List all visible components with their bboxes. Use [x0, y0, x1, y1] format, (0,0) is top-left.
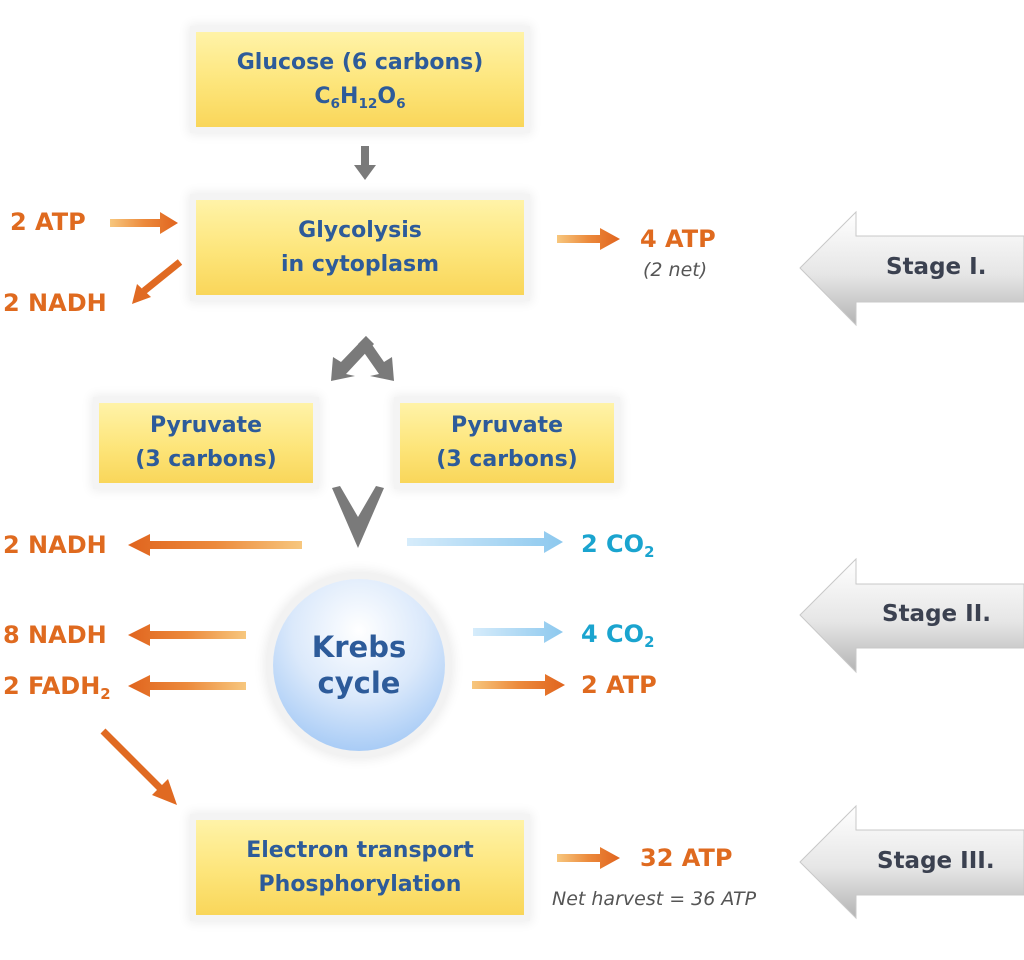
pyruvate-left-carbons: (3 carbons) [135, 447, 277, 472]
arrow-2nadh-out [141, 259, 183, 294]
arrow-to-etc [100, 728, 163, 791]
label-2atp-input: 2 ATP [10, 208, 86, 236]
arrow-4atp-out [557, 228, 620, 250]
pyruvate-right-label: Pyruvate [450, 413, 563, 438]
krebs-label: Krebs [311, 630, 407, 664]
blue-arrows [407, 531, 563, 643]
phosphorylation-label: Phosphorylation [258, 871, 462, 897]
label-net-harvest: Net harvest = 36 ATP [552, 888, 757, 910]
down-arrow-glucose [354, 146, 376, 180]
label-2nadh-glycolysis: 2 NADH [3, 289, 107, 317]
merge-arrow [332, 486, 384, 548]
glycolysis-label: Glycolysis [298, 217, 422, 243]
krebs-cycle-circle: Krebs cycle [273, 579, 445, 751]
label-4co2: 4 CO2 [581, 620, 655, 652]
glycolysis-location: in cytoplasm [280, 251, 440, 277]
label-2net: (2 net) [643, 259, 708, 281]
pyruvate-right-carbons: (3 carbons) [436, 447, 578, 472]
stage-1-label: Stage I. [886, 254, 987, 280]
arrow-2atp-in [110, 212, 178, 234]
cycle-label: cycle [317, 666, 401, 700]
label-2fadh2: 2 FADH2 [3, 672, 111, 704]
glucose-box: Glucose (6 carbons) C6H12O6 [196, 32, 524, 127]
arrow-8nadh [128, 624, 246, 646]
pyruvate-left-box: Pyruvate (3 carbons) [99, 403, 313, 483]
label-2co2: 2 CO2 [581, 530, 655, 562]
gray-flow-arrows [331, 146, 394, 548]
electron-transport-box: Electron transport Phosphorylation [196, 820, 524, 915]
arrow-2atp-krebs [472, 674, 565, 696]
stage-1-arrow [799, 210, 1024, 327]
label-2atp-krebs: 2 ATP [581, 671, 657, 699]
label-8nadh: 8 NADH [3, 621, 107, 649]
pyruvate-left-label: Pyruvate [149, 413, 262, 438]
stage-3-label: Stage III. [877, 848, 995, 874]
glucose-formula: C6H12O6 [314, 83, 406, 112]
stage-2-arrow [799, 557, 1024, 674]
arrow-2fadh [128, 675, 246, 697]
pyruvate-right-box: Pyruvate (3 carbons) [400, 403, 614, 483]
arrow-2co2 [407, 531, 563, 553]
stage-arrows [799, 210, 1024, 920]
label-32atp: 32 ATP [640, 844, 733, 872]
label-2nadh-pyruvate: 2 NADH [3, 531, 107, 559]
glycolysis-box: Glycolysis in cytoplasm [196, 200, 524, 295]
orange-arrows [100, 212, 620, 869]
stage-3-arrow [799, 804, 1024, 920]
label-4atp: 4 ATP [640, 225, 716, 253]
arrow-4co2 [473, 621, 563, 643]
split-arrow-right [358, 336, 394, 381]
arrow-2nadh-pre [128, 534, 302, 556]
glucose-label: Glucose (6 carbons) [236, 49, 484, 75]
arrow-32atp [557, 847, 620, 869]
stage-2-label: Stage II. [882, 601, 992, 627]
electron-transport-label: Electron transport [246, 837, 474, 863]
